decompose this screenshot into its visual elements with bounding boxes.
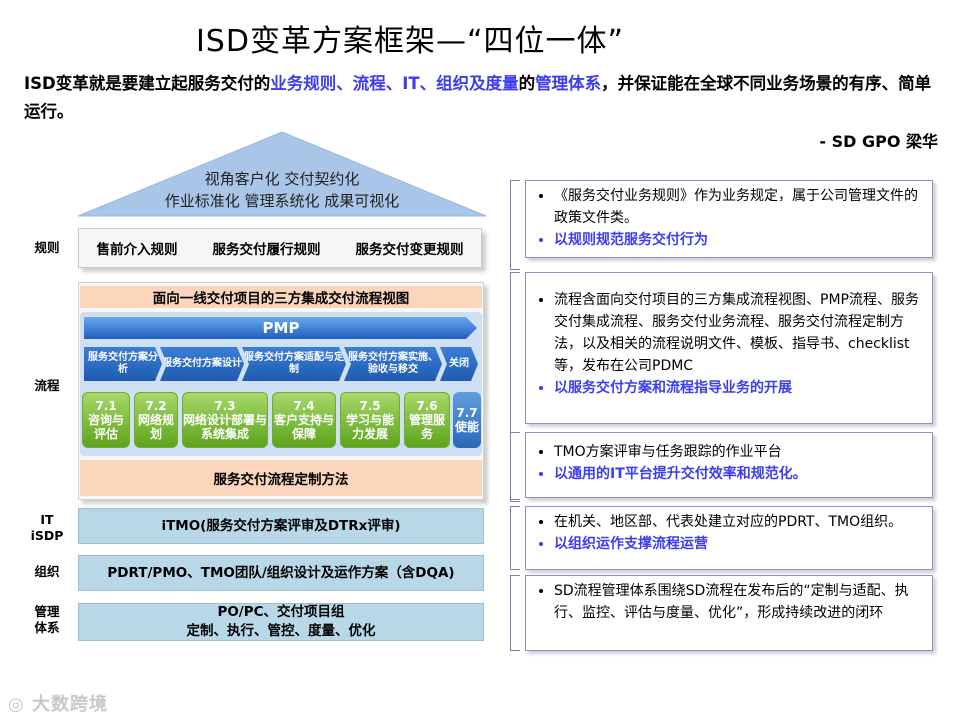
mgmt-band-line1: PO/PC、交付项目组 bbox=[217, 604, 345, 620]
row-label-it-line1: IT bbox=[40, 512, 54, 527]
roof-triangle bbox=[77, 131, 487, 217]
intro-part1: ISD变革就是要建立起服务交付的 bbox=[24, 74, 271, 93]
note-org-item-2: 以组织运作支撑流程运营 bbox=[554, 533, 924, 555]
row-label-org: 组织 bbox=[34, 564, 60, 579]
note-process: 流程含面向交付项目的三方集成流程视图、PMP流程、服务交付集成流程、服务交付业务… bbox=[525, 272, 933, 424]
note-org: 在机关、地区部、代表处建立对应的PDRT、TMO组织。 以组织运作支撑流程运营 bbox=[525, 506, 933, 570]
bracket-it bbox=[510, 432, 520, 502]
process-box-label: 网络规划 bbox=[137, 413, 174, 441]
process-box-label: 咨询与评估 bbox=[87, 413, 124, 441]
process-box-number: 7.5 bbox=[359, 399, 381, 413]
note-it-item-2: 以通用的IT平台提升交付效率和规范化。 bbox=[554, 463, 924, 485]
pmp-label: PMP bbox=[262, 319, 300, 337]
rule-fulfillment: 服务交付履行规则 bbox=[212, 242, 321, 258]
note-rules-item-2: 以规则规范服务交付行为 bbox=[554, 229, 924, 251]
bracket-org bbox=[510, 506, 520, 570]
process-box-number: 7.7 bbox=[456, 406, 478, 420]
bracket-rules bbox=[510, 180, 520, 270]
rules-box: 售前介入规则 服务交付履行规则 服务交付变更规则 bbox=[78, 228, 482, 268]
process-box-label: 学习与能力发展 bbox=[345, 413, 394, 441]
rule-presales: 售前介入规则 bbox=[96, 242, 178, 258]
row-label-rules: 规则 bbox=[34, 240, 60, 255]
process-box-label: 客户支持与保障 bbox=[273, 413, 334, 441]
note-mgmt: SD流程管理体系围绕SD流程在发布后的“定制与适配、执行、监控、评估与度量、优化… bbox=[525, 575, 933, 651]
intro-text: ISD变革就是要建立起服务交付的业务规则、流程、IT、组织及度量的管理体系，并保… bbox=[24, 70, 944, 126]
process-box-number: 7.1 bbox=[95, 399, 117, 413]
note-it-item-1: TMO方案评审与任务跟踪的作业平台 bbox=[554, 441, 924, 463]
mgmt-band-line2: 定制、执行、管控、度量、优化 bbox=[186, 623, 376, 639]
note-it: TMO方案评审与任务跟踪的作业平台 以通用的IT平台提升交付效率和规范化。 bbox=[525, 432, 933, 498]
watermark-text: 大数跨境 bbox=[31, 694, 108, 715]
phase-chevron-implement: 服务交付方案实施、验收与移交 bbox=[344, 347, 442, 381]
row-label-it-line2: iSDP bbox=[30, 528, 64, 543]
note-rules: 《服务交付业务规则》作为业务规定，属于公司管理文件的政策文件类。 以规则规范服务… bbox=[525, 180, 933, 258]
process-box-number: 7.4 bbox=[293, 399, 315, 413]
note-process-item-2: 以服务交付方案和流程指导业务的开展 bbox=[554, 377, 924, 399]
roof-line-1: 视角客户化 交付契约化 bbox=[204, 170, 360, 188]
mgmt-band: PO/PC、交付项目组 定制、执行、管控、度量、优化 bbox=[78, 603, 484, 641]
pmp-arrow bbox=[84, 317, 477, 339]
page-title: ISD变革方案框架—“四位一体” bbox=[195, 24, 625, 59]
process-box-label: 网络设计部署与系统集成 bbox=[183, 413, 268, 441]
row-label-mgmt-line1: 管理 bbox=[34, 604, 60, 619]
process-box-number: 7.6 bbox=[416, 399, 438, 413]
row-label-it: IT iSDP bbox=[22, 512, 72, 544]
phase-chevron-adapt: 服务交付方案适配与定制 bbox=[242, 347, 346, 381]
bracket-mgmt bbox=[510, 575, 520, 651]
row-label-process: 流程 bbox=[34, 378, 60, 393]
watermark-icon: ◎ bbox=[8, 694, 32, 715]
phase-chevron-design: 服务交付方案设计 bbox=[160, 347, 244, 381]
note-mgmt-item-1: SD流程管理体系围绕SD流程在发布后的“定制与适配、执行、监控、评估与度量、优化… bbox=[554, 580, 924, 624]
intro-highlight-2: 管理体系 bbox=[535, 74, 602, 93]
row-label-mgmt-line2: 体系 bbox=[34, 620, 60, 635]
note-rules-item-1: 《服务交付业务规则》作为业务规定，属于公司管理文件的政策文件类。 bbox=[554, 185, 924, 229]
intro-part3: ，并保证能在全球不同业务场景的有序、简单运行。 bbox=[24, 74, 932, 121]
watermark-logo: ◎ 大数跨境 bbox=[8, 690, 108, 716]
process-customization-method-bar: 服务交付流程定制方法 bbox=[80, 460, 482, 496]
org-band: PDRT/PMO、TMO团队/组织设计及运作方案（含DQA) bbox=[78, 555, 484, 591]
process-box-number: 7.2 bbox=[145, 399, 167, 413]
bracket-process bbox=[510, 272, 520, 500]
process-box-label: 使能 bbox=[454, 420, 479, 434]
roof-text: 视角客户化 交付契约化 作业标准化 管理系统化 成果可视化 bbox=[76, 168, 488, 212]
rule-change: 服务交付变更规则 bbox=[355, 242, 464, 258]
phase-chevron-analysis: 服务交付方案分析 bbox=[84, 347, 162, 381]
integrated-process-view-bar: 面向一线交付项目的三方集成交付流程视图 bbox=[80, 286, 482, 308]
intro-highlight-1: 业务规则、流程、IT、组织及度量 bbox=[270, 74, 519, 93]
note-process-item-1: 流程含面向交付项目的三方集成流程视图、PMP流程、服务交付集成流程、服务交付业务… bbox=[554, 289, 924, 377]
roof-line-2: 作业标准化 管理系统化 成果可视化 bbox=[164, 192, 400, 210]
process-box-label: 管理服务 bbox=[408, 413, 445, 441]
intro-part2: 的 bbox=[518, 74, 536, 93]
it-band: iTMO(服务交付方案评审及DTRx评审) bbox=[78, 508, 484, 544]
note-org-item-1: 在机关、地区部、代表处建立对应的PDRT、TMO组织。 bbox=[554, 511, 924, 533]
row-label-mgmt: 管理 体系 bbox=[22, 604, 72, 636]
process-box-number: 7.3 bbox=[214, 399, 236, 413]
author-line: - SD GPO 梁华 bbox=[819, 132, 938, 151]
